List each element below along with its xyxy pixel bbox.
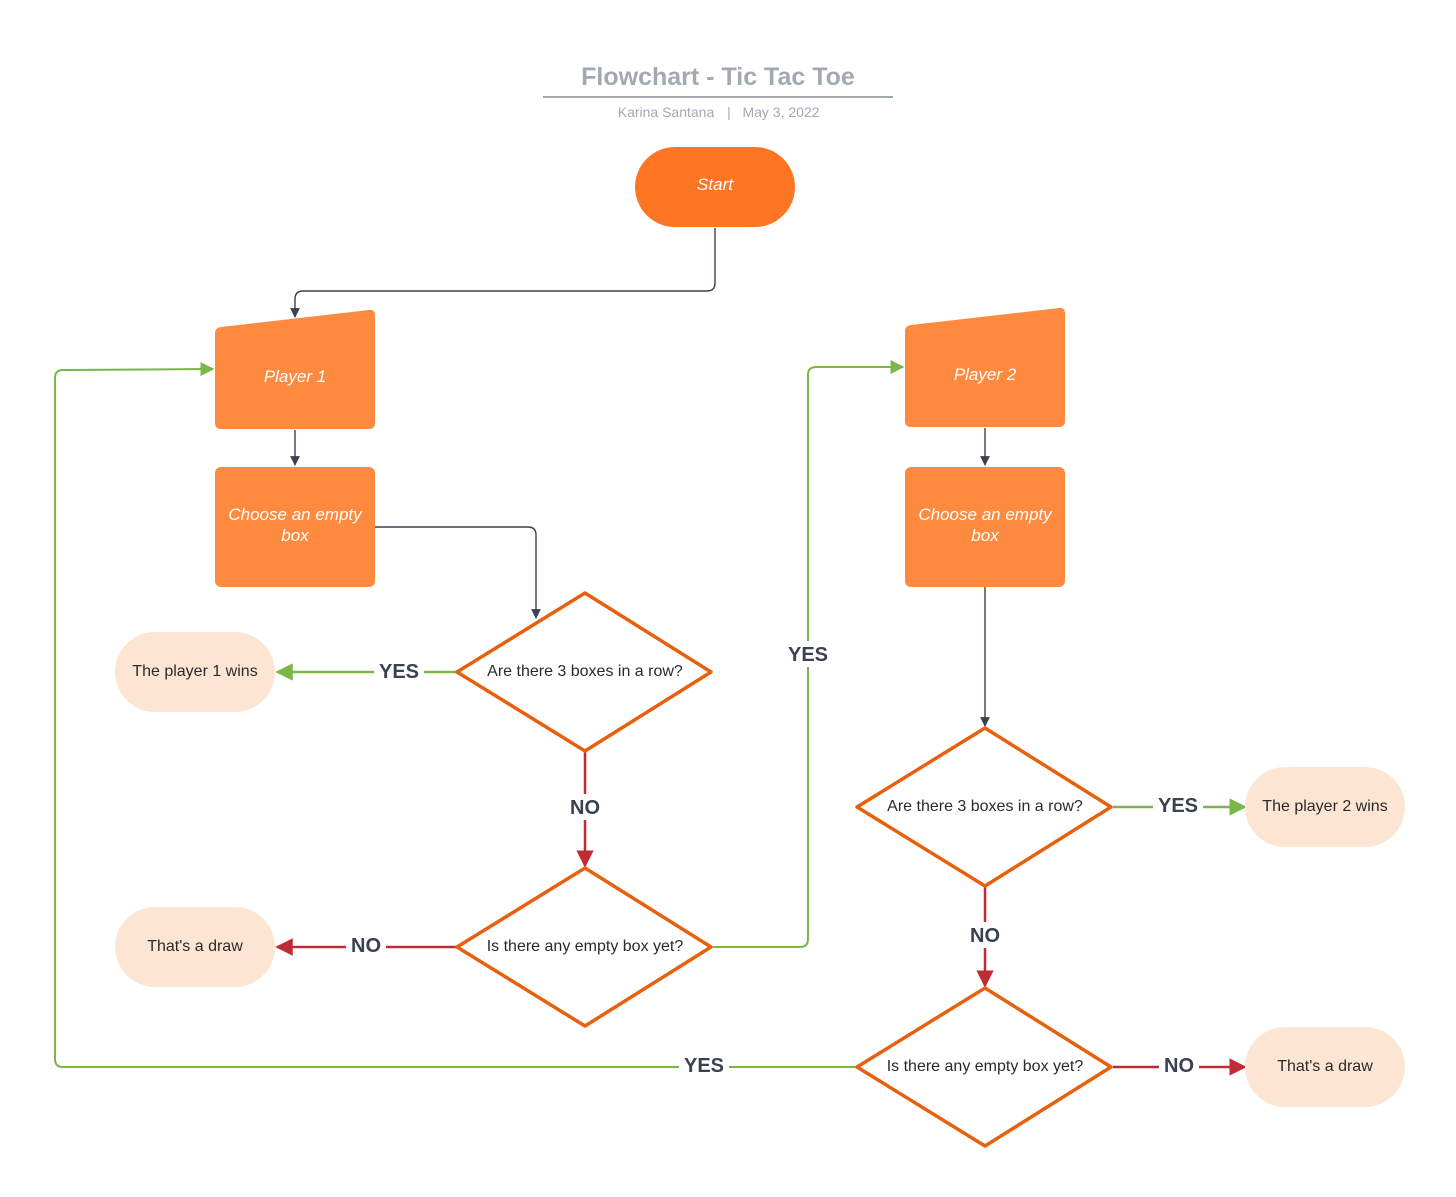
emptycheck1-label: Is there any empty box yet? (487, 938, 684, 955)
edge-start-to-player1 (290, 228, 716, 318)
choose-box1-node: Choose an empty box (215, 467, 375, 587)
author: Karina Santana (618, 104, 715, 120)
date: May 3, 2022 (742, 104, 819, 120)
choose2-label-line1: Choose an empty (918, 505, 1053, 524)
header: Flowchart - Tic Tac Toe Karina Santana |… (543, 63, 893, 120)
terminal-draw2: That's a draw (1245, 1027, 1405, 1107)
rowcheck2-label: Are there 3 boxes in a row? (887, 798, 1083, 815)
choose1-label-line1: Choose an empty (228, 505, 363, 524)
label-emptycheck1-no: NO (351, 935, 381, 957)
choose-box2-node: Choose an empty box (905, 467, 1065, 587)
subtitle-separator: | (727, 104, 731, 120)
start-node: Start (635, 147, 795, 227)
draw2-label: That's a draw (1277, 1058, 1373, 1075)
player1-node: Player 1 (215, 309, 375, 429)
decision-emptycheck2: Is there any empty box yet? (855, 986, 1113, 1148)
rowcheck1-label: Are there 3 boxes in a row? (487, 663, 683, 680)
start-label: Start (697, 175, 734, 194)
decision-rowcheck1: Are there 3 boxes in a row? (455, 591, 713, 753)
decision-rowcheck2: Are there 3 boxes in a row? (855, 726, 1113, 888)
player2-node: Player 2 (905, 307, 1065, 427)
label-rowcheck2-no: NO (970, 925, 1000, 947)
edge-emptycheck2-yes (54, 362, 857, 1068)
terminal-player1-wins: The player 1 wins (115, 632, 275, 712)
label-emptycheck2-no: NO (1164, 1055, 1194, 1077)
player1-label: Player 1 (264, 367, 326, 386)
choose2-label-line2: box (971, 526, 999, 545)
edge-choose1-to-rowcheck1 (375, 526, 541, 619)
label-rowcheck1-no: NO (570, 797, 600, 819)
terminal-player2-wins: The player 2 wins (1245, 767, 1405, 847)
label-emptycheck2-yes: YES (684, 1055, 724, 1077)
label-emptycheck1-yes: YES (788, 644, 828, 666)
edge-labels: YES NO NO YES YES NO NO YES (346, 641, 1203, 1080)
label-rowcheck2-yes: YES (1158, 795, 1198, 817)
player2-wins-label: The player 2 wins (1262, 798, 1387, 815)
label-rowcheck1-yes: YES (379, 661, 419, 683)
emptycheck2-label: Is there any empty box yet? (887, 1058, 1084, 1075)
player1-wins-label: The player 1 wins (132, 663, 257, 680)
diagram-title: Flowchart - Tic Tac Toe (581, 63, 855, 91)
player2-label: Player 2 (954, 365, 1017, 384)
draw1-label: That's a draw (147, 938, 243, 955)
terminal-draw1: That's a draw (115, 907, 275, 987)
decision-emptycheck1: Is there any empty box yet? (455, 866, 713, 1028)
choose1-label-line2: box (281, 526, 309, 545)
